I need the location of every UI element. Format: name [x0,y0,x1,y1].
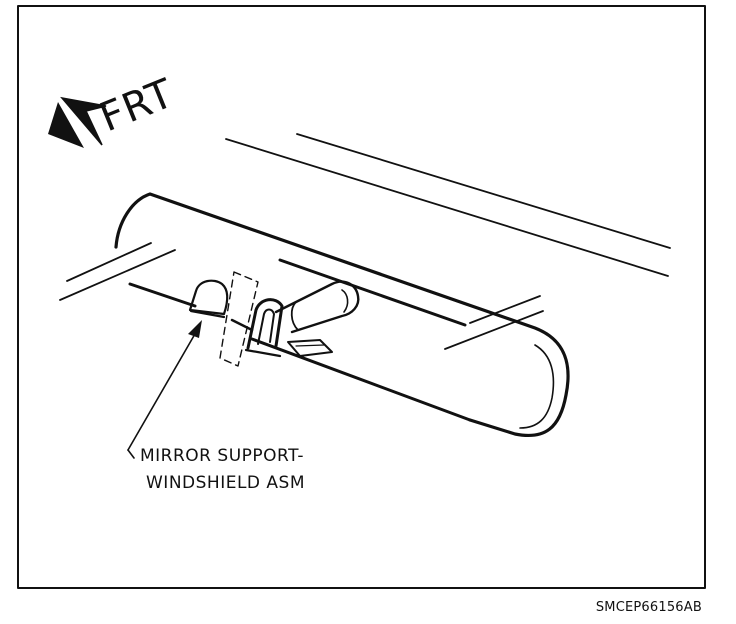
callout-leader-arrow [127,320,202,459]
windshield-header-lines [225,133,671,277]
break-lines-left [59,242,176,301]
figure-frame [17,5,706,589]
rear-view-mirror [114,192,570,438]
front-direction-arrow-icon [48,96,107,148]
mirror-support-button [188,279,229,319]
callout-line-2: WINDSHIELD ASM [146,473,305,493]
break-lines-right [444,295,544,350]
mirror-arm-assembly [244,280,360,358]
callout-line-1: MIRROR SUPPORT- [140,446,304,466]
figure-code: SMCEP66156AB [596,600,702,615]
direction-label: FRT [94,70,181,141]
support-dashed-outline [219,271,259,367]
